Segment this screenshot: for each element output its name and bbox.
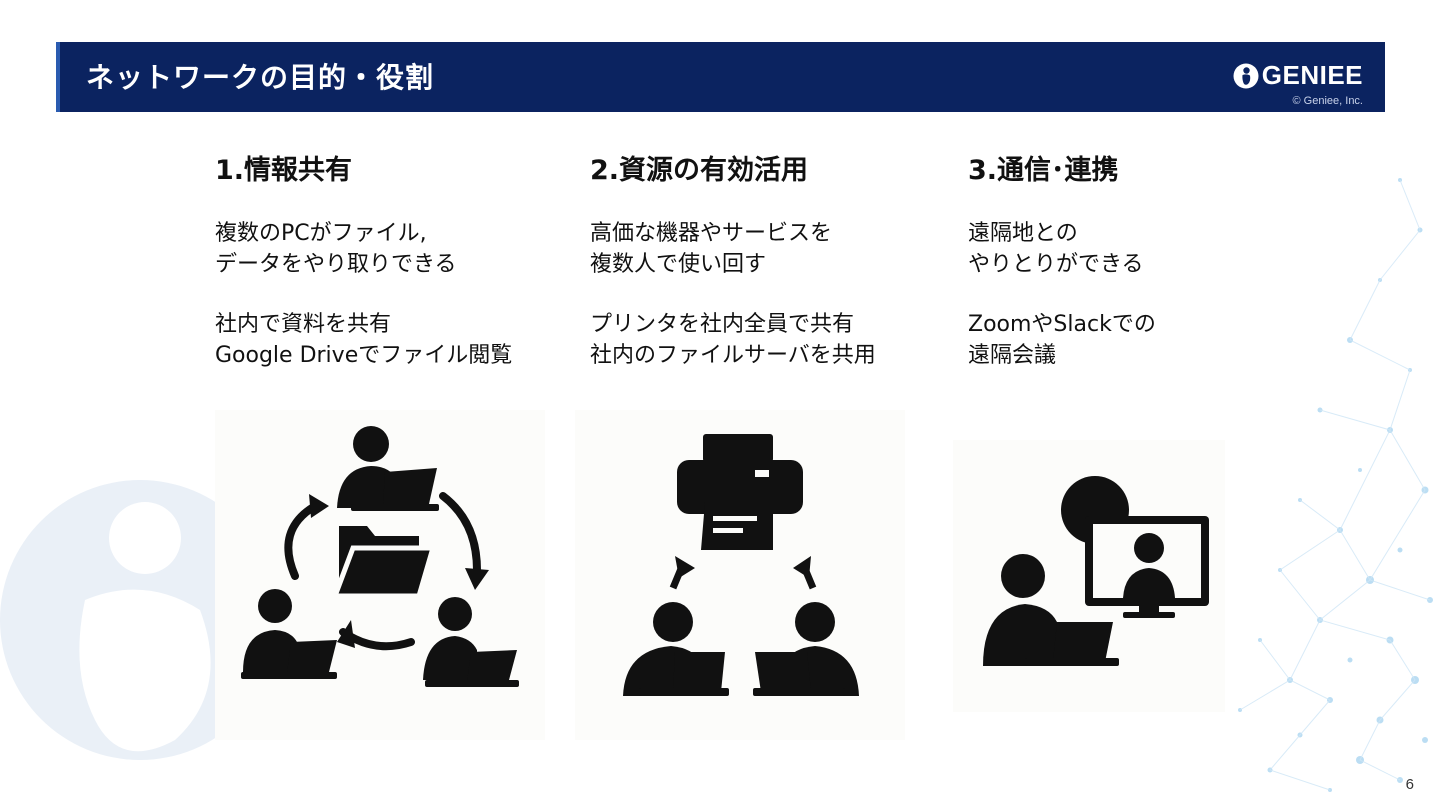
column-description: 複数のPCがファイル, データをやり取りできる (215, 221, 457, 277)
person-icon (753, 602, 859, 696)
column-examples: プリンタを社内全員で共有 社内のファイルサーバを共用 (590, 312, 876, 368)
column-communication: 3.通信･連携 遠隔地との やりとりができる ZoomやSlackでの 遠隔会議 (968, 150, 1328, 371)
page-number: 6 (1405, 776, 1414, 793)
video-conference-icon (953, 440, 1225, 712)
folder-icon (331, 526, 437, 599)
column-resource-utilization: 2.資源の有効活用 高価な機器やサービスを 複数人で使い回す プリンタを社内全員… (590, 150, 950, 371)
arrow-up-icon (669, 556, 695, 590)
column-information-sharing: 1.情報共有 複数のPCがファイル, データをやり取りできる 社内で資料を共有 … (215, 150, 575, 371)
slide-title: ネットワークの目的・役割 (86, 61, 435, 94)
network-dots-decoration (1238, 178, 1433, 792)
printer-icon (677, 434, 803, 550)
column-heading: 2.資源の有効活用 (590, 155, 809, 186)
copyright-text: © Geniee, Inc. (1292, 95, 1363, 107)
geniee-logo: GENIEE (1233, 60, 1363, 91)
person-icon (423, 597, 519, 687)
column-description: 遠隔地との やりとりができる (968, 221, 1144, 277)
person-icon (623, 602, 729, 696)
person-icon (241, 589, 337, 679)
column-heading: 3.通信･連携 (968, 155, 1119, 186)
person-icon (337, 426, 439, 511)
shared-printer-icon (575, 410, 905, 740)
column-examples: 社内で資料を共有 Google Driveでファイル閲覧 (215, 312, 513, 368)
brand-watermark-icon (0, 480, 220, 760)
column-examples: ZoomやSlackでの 遠隔会議 (968, 312, 1156, 368)
people-sharing-files-icon (215, 410, 545, 740)
person-icon (983, 554, 1119, 666)
logo-wordmark: GENIEE (1261, 60, 1363, 90)
arrow-up-icon (793, 556, 817, 590)
column-heading: 1.情報共有 (215, 155, 353, 186)
column-description: 高価な機器やサービスを 複数人で使い回す (590, 221, 833, 277)
geniee-logo-icon (1233, 63, 1259, 88)
slide-header: ネットワークの目的・役割 GENIEE © Geniee, Inc. (56, 42, 1385, 112)
monitor-icon (1085, 516, 1209, 618)
